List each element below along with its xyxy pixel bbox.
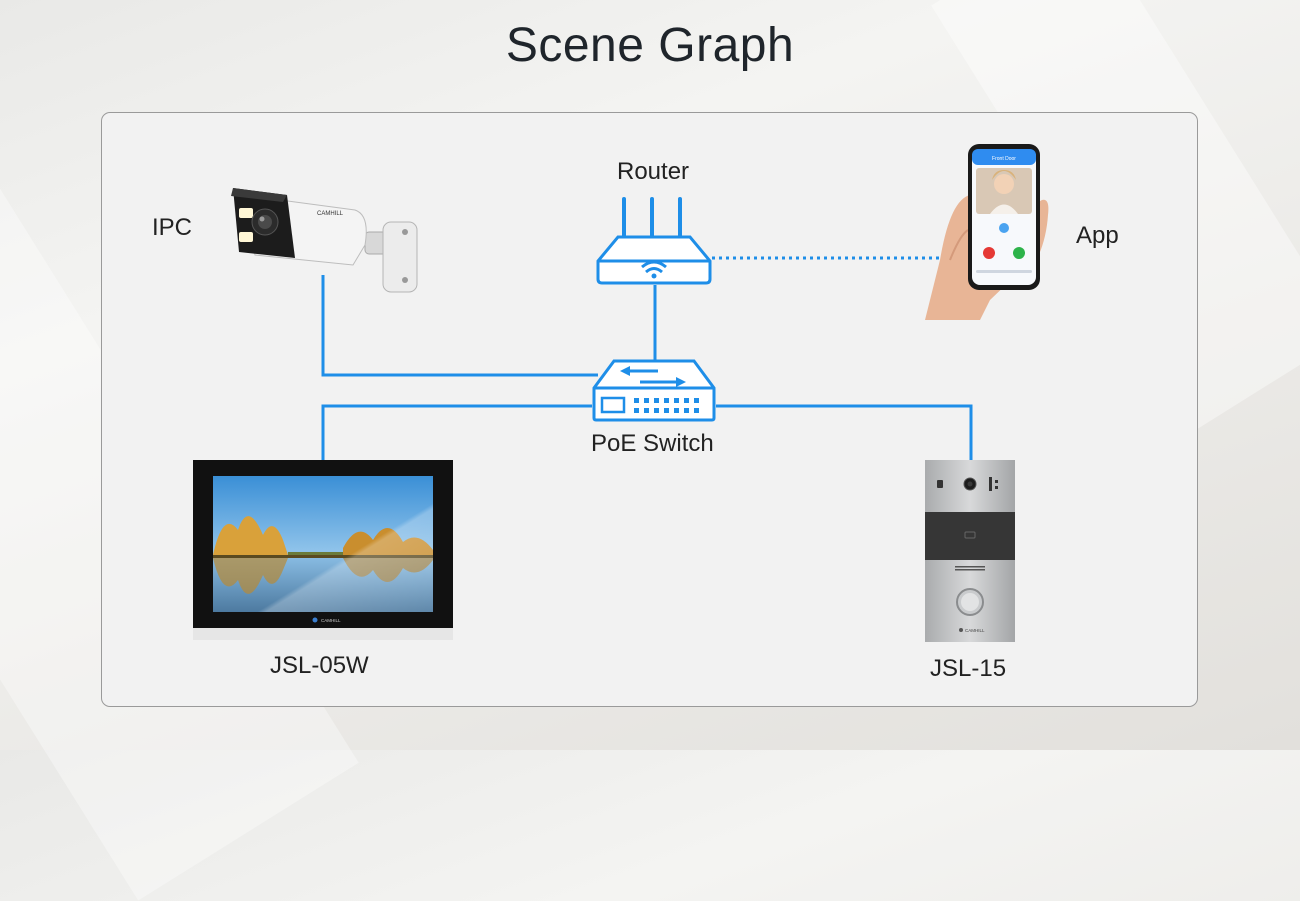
link-ipc-switch [321,275,598,377]
smartphone-app: Front Door [920,140,1055,320]
poe-switch-icon [592,359,716,422]
ipc-camera-icon: CAMHILL [231,188,418,293]
svg-text:CAMHILL: CAMHILL [321,618,341,623]
ipc-label: IPC [152,214,193,241]
app-label: App [1076,222,1119,249]
indoor-monitor-icon: CAMHILL [193,460,453,640]
door-station-icon: CAMHILL [925,460,1015,642]
connection-lines [321,256,973,462]
door-station-label: JSL-15 [930,655,1007,682]
link-monitor-switch [321,404,592,462]
poe-switch-label: PoE Switch [591,430,714,457]
link-doorbell-switch [716,404,973,462]
router-label: Router [617,158,690,185]
phone-header-text: Front Door [992,156,1016,162]
monitor-label: JSL-05W [270,652,369,679]
page-title: Scene Graph [505,19,795,72]
svg-text:CAMHILL: CAMHILL [965,628,985,633]
router-icon [596,197,712,285]
phone-in-hand-icon: Front Door [925,144,1049,320]
svg-text:CAMHILL: CAMHILL [317,211,344,217]
